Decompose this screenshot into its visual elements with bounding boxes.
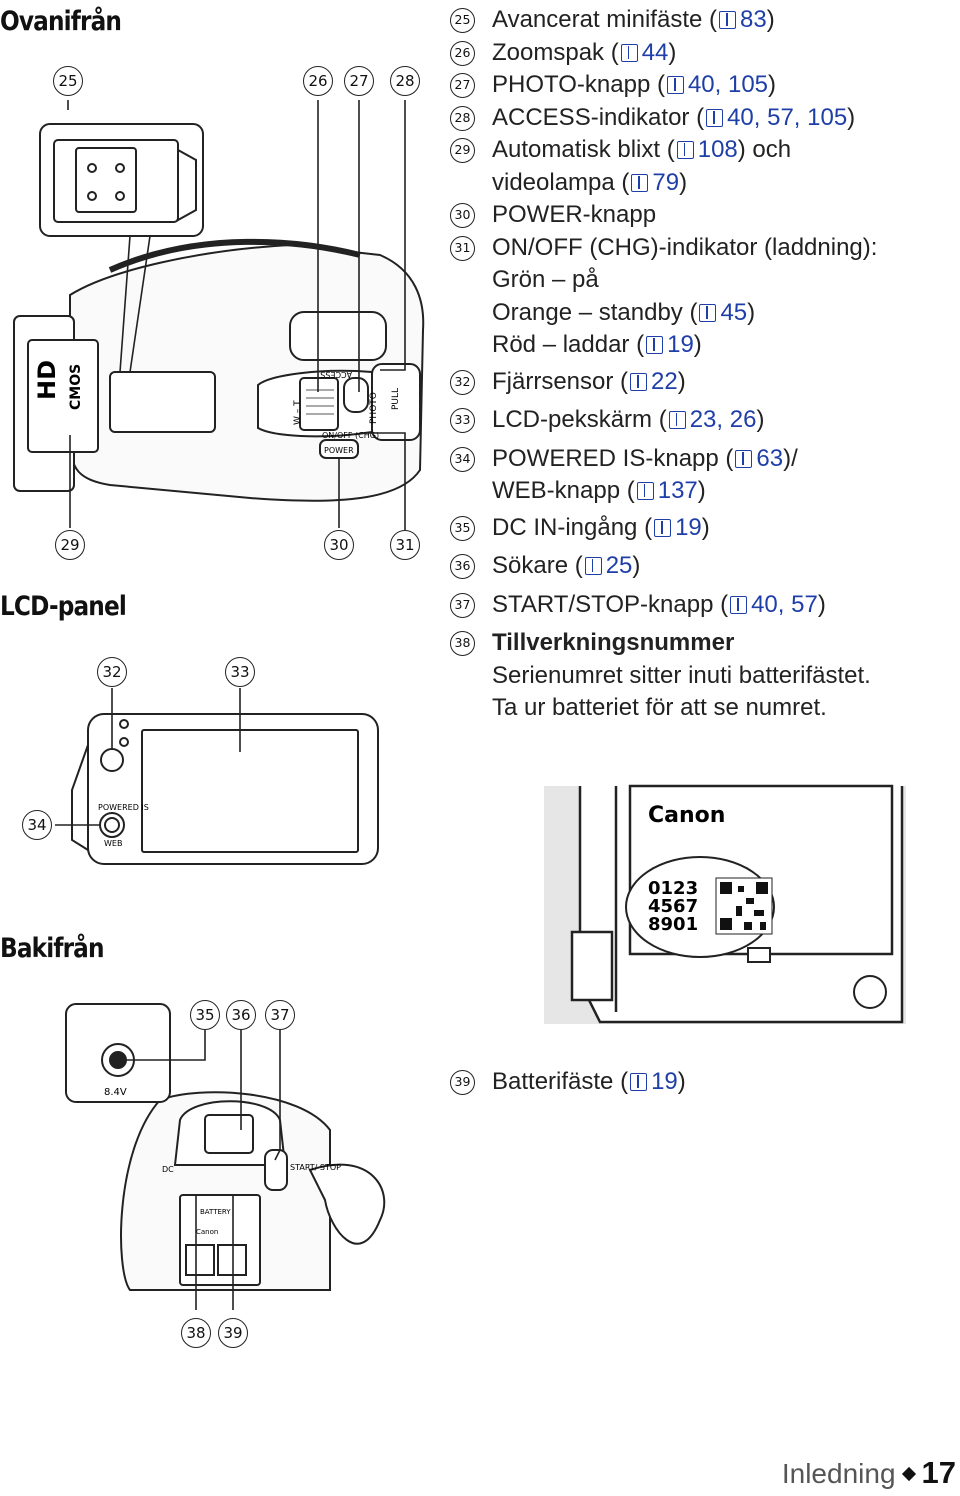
page-ref[interactable]: 23, 26: [689, 406, 757, 433]
callout-29: 29: [55, 530, 85, 560]
chapter-name: Inledning: [781, 1458, 896, 1489]
book-icon: [630, 372, 648, 391]
book-icon: [631, 173, 649, 192]
section-title-top: Ovanifrån: [0, 6, 122, 37]
callout-26: 26: [303, 66, 333, 96]
book-icon: [668, 411, 686, 429]
book-icon: [706, 108, 724, 127]
callout-25: 25: [53, 66, 83, 96]
page-ref[interactable]: 83: [740, 6, 767, 33]
wt-label: W – T: [293, 400, 303, 425]
callout-36: 36: [226, 1000, 256, 1030]
callout-38: 38: [181, 1318, 211, 1348]
book-icon: [654, 518, 672, 537]
dc-label: DC: [162, 1165, 174, 1174]
callout-39: 39: [218, 1318, 248, 1348]
onoff-label: ON/OFF (CHG): [322, 431, 379, 440]
book-icon: [699, 303, 717, 322]
callout-28: 28: [390, 66, 420, 96]
qr-code-icon: [715, 877, 773, 935]
page-ref[interactable]: 40, 57: [751, 590, 818, 618]
diamond-icon: [901, 1466, 916, 1481]
page-ref[interactable]: 19: [651, 1068, 678, 1095]
callout-31: 31: [390, 530, 420, 560]
callout-37: 37: [265, 1000, 295, 1030]
page-ref[interactable]: 22: [651, 367, 678, 395]
cmos-label: CMOS: [68, 364, 84, 410]
book-icon: [730, 595, 748, 614]
serial-line-1: 0123: [648, 878, 698, 899]
callout-30: 30: [324, 530, 354, 560]
serial-line-2: 4567: [648, 896, 698, 917]
page-number: 17: [921, 1455, 956, 1490]
serial-number-closeup: Canon 0123 4567 8901: [544, 784, 906, 1024]
back-view-illustration: 8.4V START/ STOP BATTERY Canon DC: [65, 1003, 386, 1310]
top-view-illustration: HD CMOS PHOTO PULL ON/OFF (CHG) POWER W …: [13, 100, 425, 530]
book-icon: [636, 482, 654, 500]
book-icon: [584, 557, 602, 575]
canon-small-label: Canon: [196, 1228, 218, 1236]
legend-text: Batterifäste (: [492, 1068, 629, 1095]
page-ref[interactable]: 137: [657, 477, 698, 504]
page-footer: Inledning 17: [782, 1455, 956, 1491]
book-icon: [620, 43, 638, 62]
section-title-lcd: LCD-panel: [0, 591, 127, 622]
legend-num: 25: [450, 8, 475, 33]
page-ref[interactable]: 108: [697, 136, 738, 163]
callout-33: 33: [225, 657, 255, 687]
legend-text: Avancerat minifäste (: [492, 6, 717, 33]
book-icon: [676, 141, 694, 159]
access-label: ACCESS: [320, 370, 352, 379]
lcd-panel-illustration: POWERED IS WEB: [55, 688, 379, 865]
page-ref[interactable]: 40, 105: [687, 71, 769, 98]
page-ref[interactable]: 19: [675, 513, 702, 541]
page-ref[interactable]: 19: [667, 331, 694, 358]
power-label: POWER: [324, 446, 354, 455]
powered-is-label: POWERED IS: [98, 803, 149, 812]
photo-label: PHOTO: [369, 392, 379, 424]
canon-logo: Canon: [648, 803, 725, 828]
page-ref[interactable]: 45: [720, 298, 748, 326]
battery-label: BATTERY: [200, 1208, 231, 1216]
pull-label: PULL: [391, 388, 401, 410]
page-ref[interactable]: 25: [605, 552, 633, 579]
startstop-label: START/ STOP: [290, 1163, 341, 1172]
serial-line-3: 8901: [648, 914, 698, 935]
page-ref[interactable]: 44: [641, 38, 669, 66]
book-icon: [646, 336, 664, 354]
hd-label: HD: [33, 360, 61, 400]
web-label: WEB: [104, 839, 122, 848]
page-ref[interactable]: 63: [756, 444, 784, 472]
section-title-back: Bakifrån: [0, 933, 104, 964]
callout-32: 32: [97, 657, 127, 687]
page-ref[interactable]: 79: [652, 168, 680, 196]
book-icon: [666, 76, 684, 94]
callout-34: 34: [22, 810, 52, 840]
book-icon: [735, 449, 753, 468]
book-icon: [630, 1073, 648, 1091]
callout-35: 35: [190, 1000, 220, 1030]
volt-label: 8.4V: [104, 1087, 127, 1098]
book-icon: [719, 11, 736, 29]
page-ref[interactable]: 40, 57, 105: [727, 103, 848, 131]
legend-num: 39: [450, 1070, 475, 1095]
callout-27: 27: [344, 66, 374, 96]
